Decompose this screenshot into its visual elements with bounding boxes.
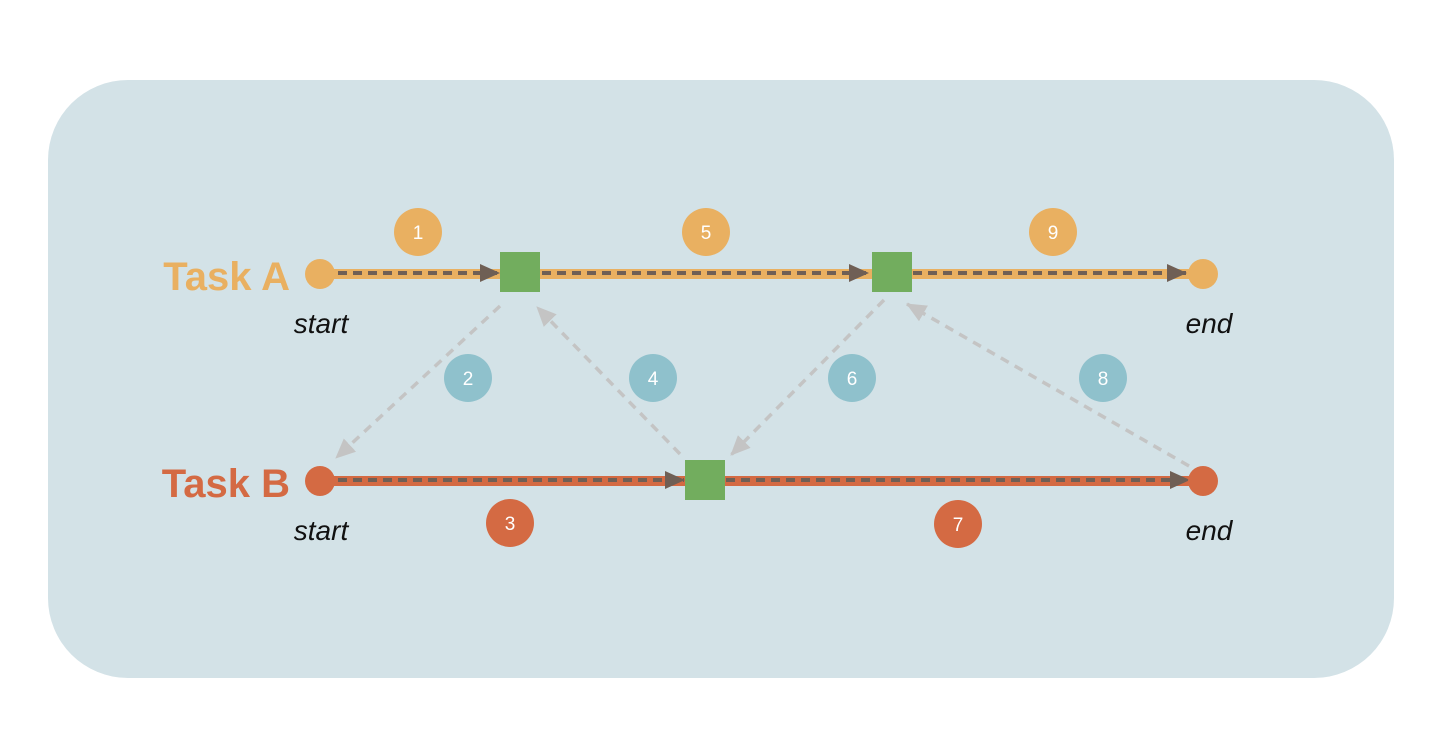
handoff-arrow-8 <box>906 302 1190 468</box>
svg-text:6: 6 <box>847 369 858 390</box>
handoff-arrow-6 <box>729 298 886 457</box>
step-badge-6: 6 <box>828 354 876 402</box>
step-badge-4: 4 <box>629 354 677 402</box>
task-b-label: Task B <box>162 462 290 506</box>
svg-text:8: 8 <box>1098 369 1109 390</box>
step-badge-1: 1 <box>394 208 442 256</box>
svg-text:3: 3 <box>505 514 516 535</box>
sync-point-a2 <box>872 252 912 292</box>
svg-text:2: 2 <box>463 369 474 390</box>
step-badge-2: 2 <box>444 354 492 402</box>
sync-point-a1 <box>500 252 540 292</box>
svg-text:4: 4 <box>648 369 659 390</box>
task-a-label: Task A <box>163 255 290 299</box>
handoff-arrow-4 <box>535 305 682 456</box>
task-a-end-node <box>1188 259 1218 289</box>
step-badge-7: 7 <box>934 500 982 548</box>
svg-text:5: 5 <box>701 223 712 244</box>
step-badge-9: 9 <box>1029 208 1077 256</box>
step-badge-8: 8 <box>1079 354 1127 402</box>
svg-text:1: 1 <box>413 223 424 244</box>
task-b-end-label: end <box>1186 515 1234 546</box>
step-badge-3: 3 <box>486 499 534 547</box>
handoff-arrow-2 <box>334 304 502 460</box>
task-b-start-label: start <box>294 515 350 546</box>
svg-text:9: 9 <box>1048 223 1059 244</box>
svg-text:7: 7 <box>953 515 964 536</box>
task-a-start-label: start <box>294 308 350 339</box>
task-b-end-node <box>1188 466 1218 496</box>
step-badge-5: 5 <box>682 208 730 256</box>
diagram-panel <box>48 80 1394 678</box>
task-a-start-node <box>305 259 335 289</box>
task-b-start-node <box>305 466 335 496</box>
sync-point-b1 <box>685 460 725 500</box>
task-a-end-label: end <box>1186 308 1234 339</box>
